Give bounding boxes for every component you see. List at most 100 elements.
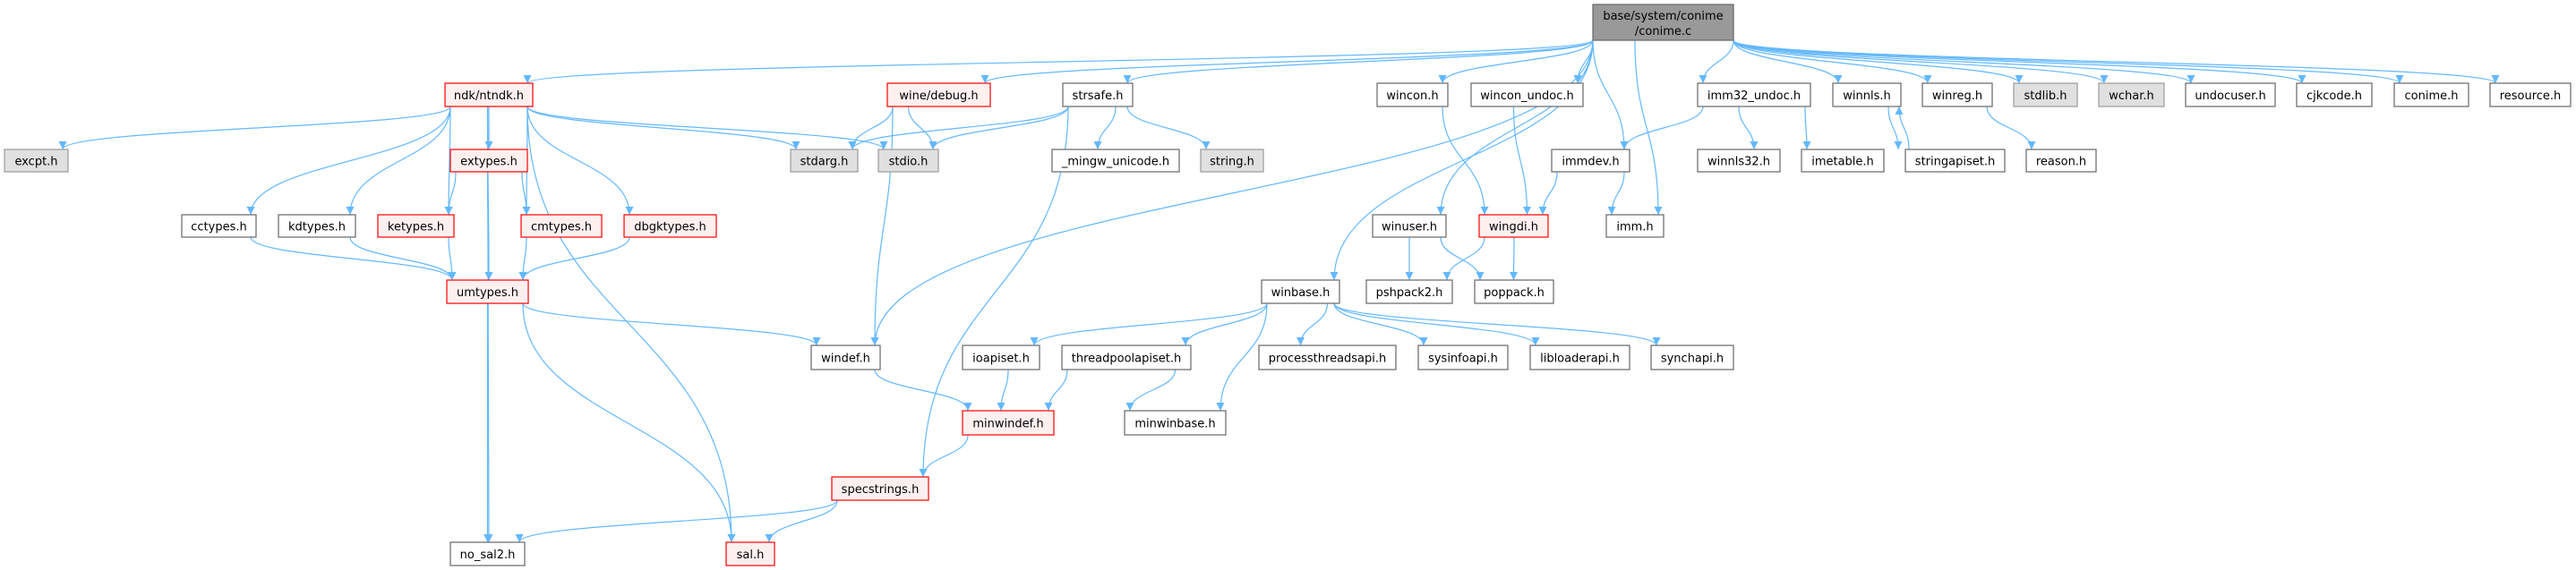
node-winreg[interactable]: winreg.h xyxy=(1921,82,1993,107)
node-stdarg[interactable]: stdarg.h xyxy=(790,149,859,173)
node-strsafe[interactable]: strsafe.h xyxy=(1062,82,1134,107)
node-kdtypes[interactable]: kdtypes.h xyxy=(278,214,356,238)
node-label: imetable.h xyxy=(1811,156,1874,169)
node-label: stdarg.h xyxy=(800,156,849,169)
node-box xyxy=(1124,410,1227,436)
node-wincon[interactable]: wincon.h xyxy=(1376,82,1449,107)
edge-root-to-immdev xyxy=(1592,39,1629,150)
node-undocuser[interactable]: undocuser.h xyxy=(2185,82,2276,107)
node-label: synchapi.h xyxy=(1661,353,1724,366)
node-box xyxy=(1832,82,1902,107)
node-threadpoolapiset[interactable]: threadpoolapiset.h xyxy=(1061,345,1192,370)
node-label: pshpack2.h xyxy=(1376,286,1443,300)
edge-ntndk-to-cctypes xyxy=(246,106,451,216)
node-poppack[interactable]: poppack.h xyxy=(1474,279,1554,304)
node-box xyxy=(790,149,859,173)
edge-extypes-to-ketypes xyxy=(444,171,457,216)
node-pshpack2[interactable]: pshpack2.h xyxy=(1365,279,1453,304)
node-root[interactable]: base/system/conime/conime.c xyxy=(1592,4,1734,41)
node-minwinbase[interactable]: minwinbase.h xyxy=(1124,410,1227,436)
edge-ntndk-to-excpt xyxy=(58,106,451,150)
node-ioapiset[interactable]: ioapiset.h xyxy=(962,345,1040,370)
edge-imm32_undoc-to-imetable xyxy=(1802,106,1811,150)
node-winnls32[interactable]: winnls32.h xyxy=(1697,149,1781,173)
node-label: stringapiset.h xyxy=(1915,156,1995,169)
node-imm[interactable]: imm.h xyxy=(1605,214,1665,238)
node-ketypes[interactable]: ketypes.h xyxy=(377,214,455,238)
node-box xyxy=(1417,345,1509,370)
node-wchar[interactable]: wchar.h xyxy=(2098,82,2165,107)
edge-root-to-wincon xyxy=(1438,39,1594,84)
node-windef[interactable]: windef.h xyxy=(810,345,881,370)
node-label: ketypes.h xyxy=(388,221,444,234)
node-box xyxy=(623,214,717,238)
edge-ntndk-to-kdtypes xyxy=(346,106,451,216)
node-excpt[interactable]: excpt.h xyxy=(4,149,69,173)
node-box xyxy=(1261,279,1340,304)
edge-ntndk-to-stdio xyxy=(526,106,888,150)
node-cctypes[interactable]: cctypes.h xyxy=(181,214,257,238)
node-imm32-undoc[interactable]: imm32_undoc.h xyxy=(1697,82,1811,107)
edge-winedebug-to-windef xyxy=(870,106,894,346)
edge-ntndk-to-dbgktypes xyxy=(526,106,634,216)
node-specstrings[interactable]: specstrings.h xyxy=(831,476,929,501)
node-ntndk[interactable]: ndk/ntndk.h xyxy=(444,82,534,107)
node-winnls[interactable]: winnls.h xyxy=(1832,82,1902,107)
node-box xyxy=(1258,345,1397,370)
node-cmtypes[interactable]: cmtypes.h xyxy=(520,214,603,238)
node-extypes[interactable]: extypes.h xyxy=(449,149,528,173)
node-stringapiset[interactable]: stringapiset.h xyxy=(1904,149,2006,173)
edge-wincon_undoc-to-wingdi xyxy=(1512,106,1531,216)
node-winedebug[interactable]: wine/debug.h xyxy=(886,82,991,107)
node-no-sal2[interactable]: no_sal2.h xyxy=(449,541,526,566)
node-box xyxy=(962,345,1040,370)
edge-winuser-to-poppack xyxy=(1440,236,1485,281)
edge-strsafe-to-string xyxy=(1126,106,1211,150)
node-minwindef[interactable]: minwindef.h xyxy=(962,410,1055,436)
edge-specstrings-to-sal xyxy=(765,499,838,543)
node-label: winbase.h xyxy=(1271,286,1331,300)
node-box xyxy=(2098,82,2165,107)
edge-umtypes-to-sal xyxy=(522,302,736,543)
node-label: conime.h xyxy=(2405,89,2459,103)
node-libloaderapi[interactable]: libloaderapi.h xyxy=(1529,345,1630,370)
node-wincon-undoc[interactable]: wincon_undoc.h xyxy=(1470,82,1584,107)
node-umtypes[interactable]: umtypes.h xyxy=(446,279,529,304)
edge-root-to-undocuser xyxy=(1733,39,2195,84)
node-label: libloaderapi.h xyxy=(1540,353,1620,366)
edge-ntndk-to-ketypes xyxy=(444,106,453,216)
node-immdev[interactable]: immdev.h xyxy=(1551,149,1630,173)
node-label: wincon_undoc.h xyxy=(1480,89,1574,103)
node-label: wingdi.h xyxy=(1489,221,1538,234)
edge-dbgktypes-to-umtypes xyxy=(518,236,630,281)
node-box xyxy=(1478,214,1549,238)
node-cjkcode[interactable]: cjkcode.h xyxy=(2296,82,2373,107)
node-label: minwinbase.h xyxy=(1134,418,1215,431)
node-label: wchar.h xyxy=(2109,89,2154,103)
node-label: no_sal2.h xyxy=(460,549,516,562)
node-conime[interactable]: conime.h xyxy=(2393,82,2469,107)
node-mingw-unicode[interactable]: _mingw_unicode.h xyxy=(1051,149,1180,173)
node-stdio[interactable]: stdio.h xyxy=(877,149,939,173)
node-winbase[interactable]: winbase.h xyxy=(1261,279,1340,304)
edge-root-to-winuser xyxy=(1436,39,1594,216)
node-box xyxy=(520,214,603,238)
node-imetable[interactable]: imetable.h xyxy=(1801,149,1885,173)
node-dbgktypes[interactable]: dbgktypes.h xyxy=(623,214,717,238)
node-box xyxy=(2489,82,2572,107)
node-winuser[interactable]: winuser.h xyxy=(1372,214,1447,238)
node-synchapi[interactable]: synchapi.h xyxy=(1650,345,1734,370)
node-wingdi[interactable]: wingdi.h xyxy=(1478,214,1549,238)
node-reason[interactable]: reason.h xyxy=(2025,149,2097,173)
node-string[interactable]: string.h xyxy=(1200,149,1264,173)
node-resource[interactable]: resource.h xyxy=(2489,82,2572,107)
node-stdlib[interactable]: stdlib.h xyxy=(2013,82,2078,107)
edge-kdtypes-to-umtypes xyxy=(349,236,457,281)
edge-specstrings-to-no_sal2 xyxy=(515,499,838,543)
node-box xyxy=(1470,82,1584,107)
edge-root-to-winedebug xyxy=(980,39,1594,84)
node-processthreadsapi[interactable]: processthreadsapi.h xyxy=(1258,345,1397,370)
node-sal[interactable]: sal.h xyxy=(725,541,775,566)
node-sysinfoapi[interactable]: sysinfoapi.h xyxy=(1417,345,1509,370)
edge-winedebug-to-stdio xyxy=(907,106,937,150)
